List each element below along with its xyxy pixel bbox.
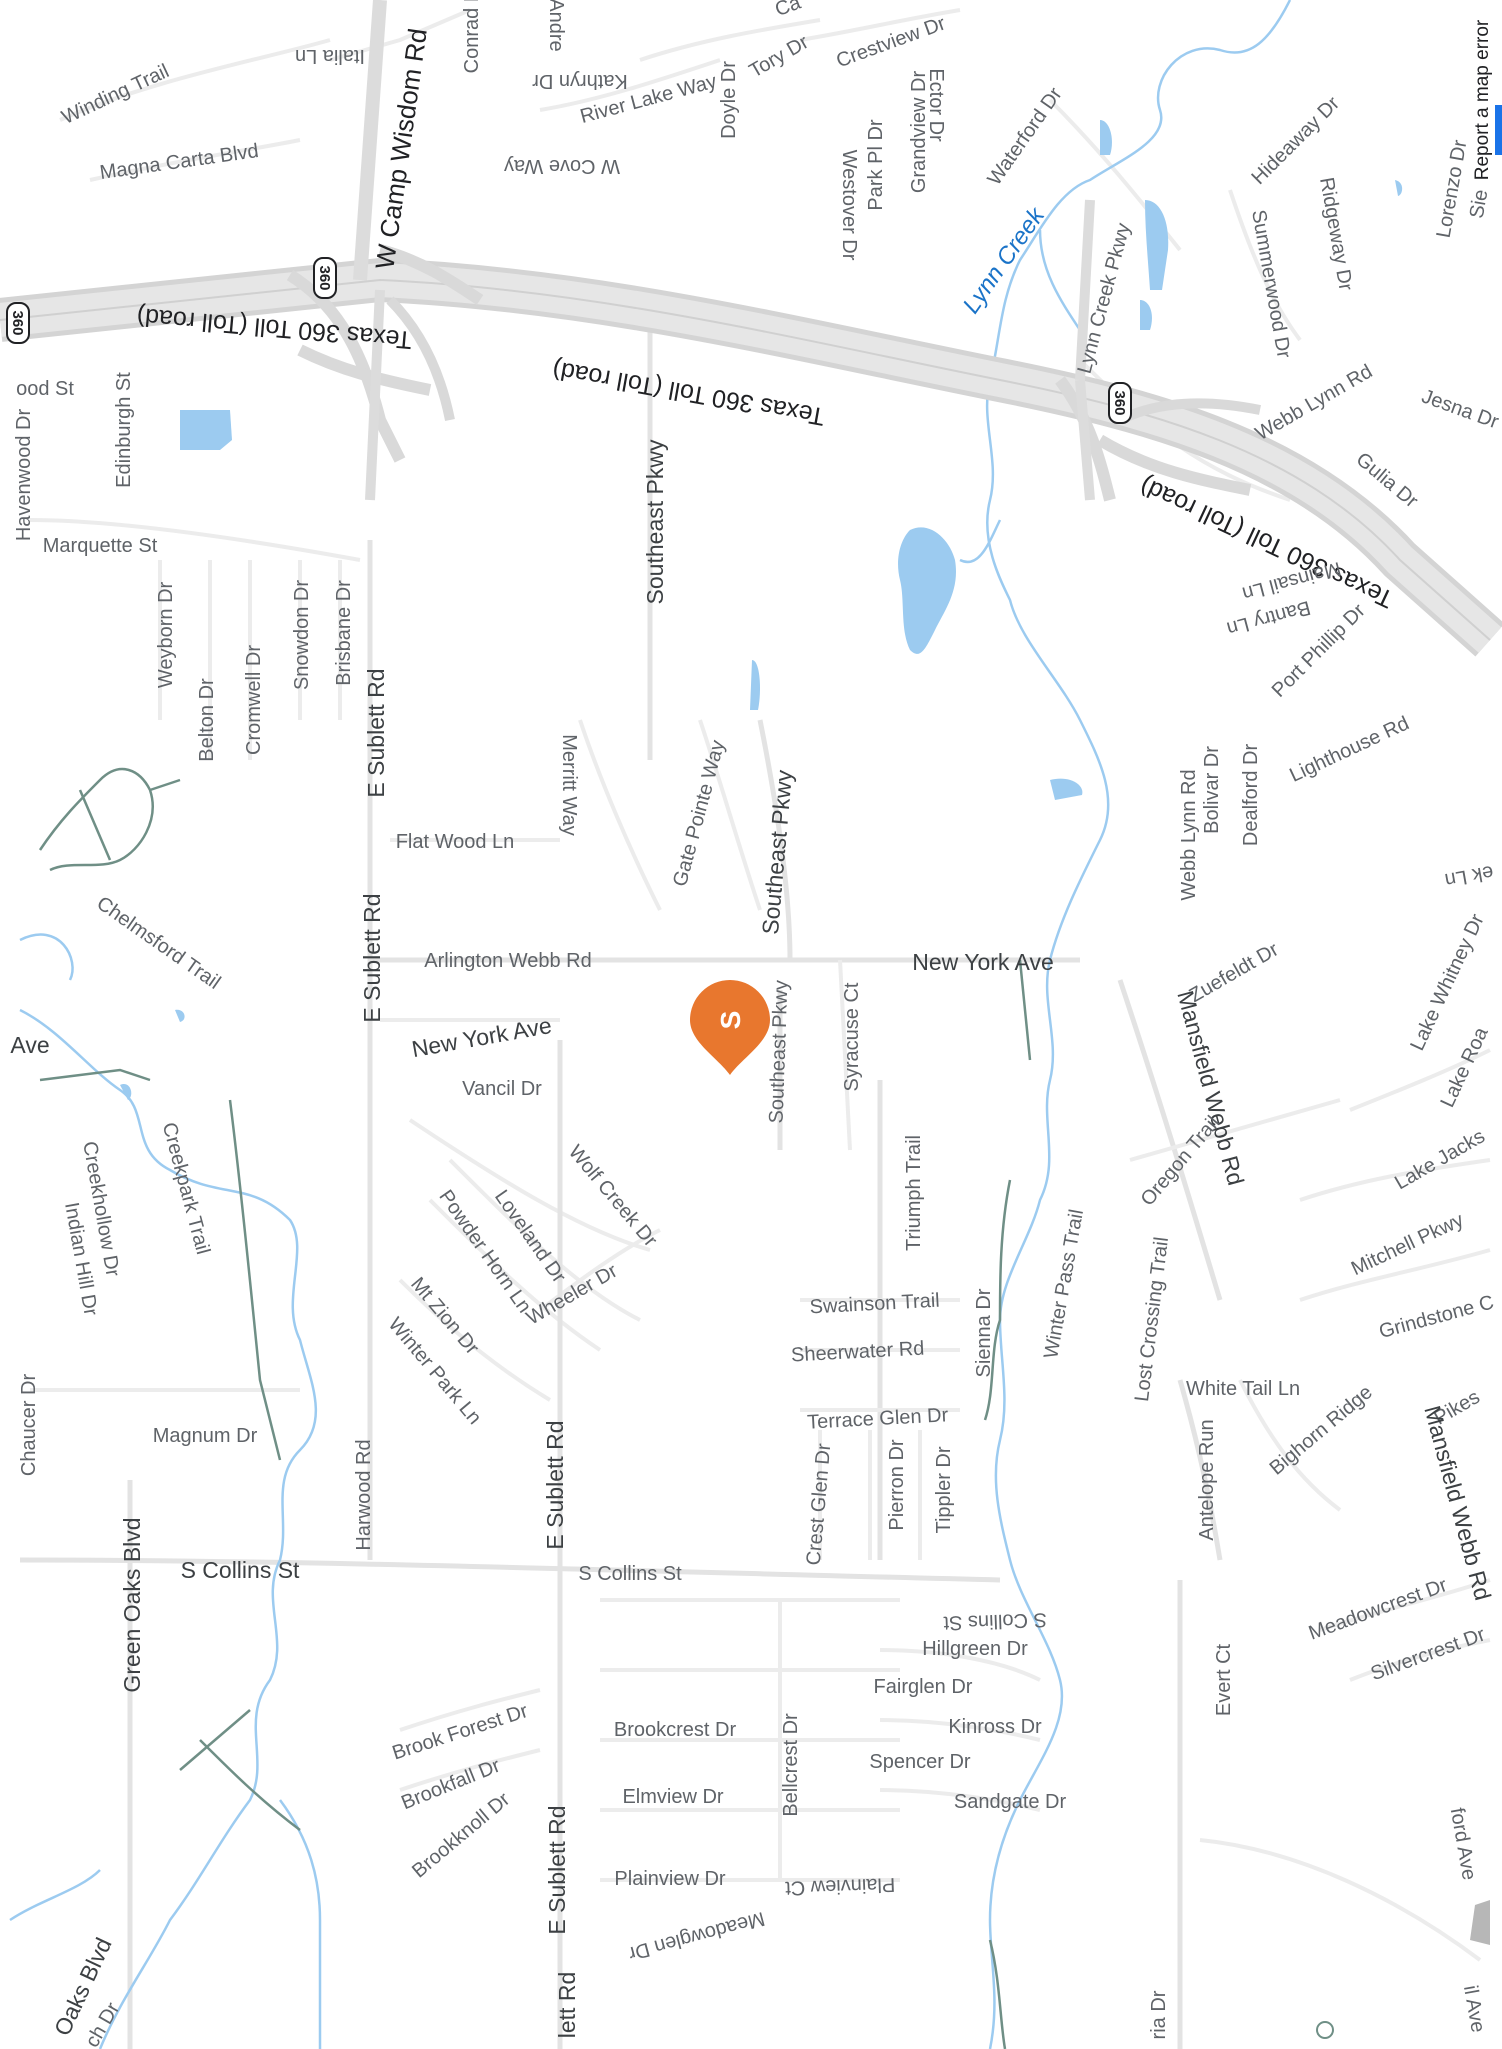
street-label: Conrad I bbox=[461, 0, 483, 73]
street-label: Belton Dr bbox=[196, 678, 218, 762]
street-label: W Cove Way bbox=[504, 155, 620, 177]
street-label: Hillgreen Dr bbox=[922, 1638, 1028, 1660]
street-label: Green Oaks Blvd bbox=[119, 1517, 145, 1692]
street-label: Brookcrest Dr bbox=[614, 1719, 737, 1741]
street-label: E Sublett Rd bbox=[359, 893, 385, 1022]
street-label: Grandview Dr bbox=[908, 71, 930, 194]
map-edge-shape bbox=[1316, 1900, 1490, 2039]
street-label: Elmview Dr bbox=[622, 1786, 723, 1808]
street-label: Ave bbox=[10, 1032, 49, 1058]
street-label: Snowdon Dr bbox=[291, 580, 313, 690]
street-label: Sie bbox=[1466, 188, 1493, 220]
street-label: Cromwell Dr bbox=[243, 645, 265, 755]
street-label: Vancil Dr bbox=[462, 1078, 542, 1100]
street-label: Park Pl Dr bbox=[865, 119, 887, 210]
street-label: lett Rd bbox=[554, 1972, 580, 2038]
street-label: Weyborn Dr bbox=[155, 581, 177, 688]
street-label: Antelope Run bbox=[1196, 1419, 1218, 1540]
street-label: New York Ave bbox=[912, 949, 1054, 975]
street-label: Webb Lynn Rd bbox=[1178, 769, 1200, 900]
report-map-error-text: Report a map error bbox=[1472, 19, 1493, 180]
marker-pin bbox=[690, 980, 770, 1075]
street-label: Plainview Ct bbox=[784, 1873, 895, 1899]
highway-shield-360-edge: 360 bbox=[6, 302, 30, 344]
report-map-error-link[interactable]: Report a map error bbox=[1472, 19, 1493, 180]
street-label: Sienna Dr bbox=[973, 1288, 995, 1377]
shield-number: 360 bbox=[316, 265, 333, 290]
street-label: Sandgate Dr bbox=[954, 1791, 1067, 1813]
place-marker[interactable]: S bbox=[690, 980, 770, 1075]
street-label: Kathryn Dr bbox=[532, 70, 628, 92]
street-label: White Tail Ln bbox=[1186, 1378, 1300, 1400]
street-label: E Sublett Rd bbox=[542, 1420, 568, 1549]
street-label: Syracuse Ct bbox=[841, 982, 863, 1091]
street-label: ood St bbox=[16, 378, 74, 400]
street-label: Flat Wood Ln bbox=[396, 831, 515, 853]
street-label: Arlington Webb Rd bbox=[424, 950, 592, 972]
street-label: E Sublett Rd bbox=[363, 668, 389, 797]
street-label: Havenwood Dr bbox=[13, 409, 35, 542]
street-label: S Collins St bbox=[943, 1608, 1048, 1634]
street-label: Andre bbox=[545, 0, 567, 52]
street-label: S Collins St bbox=[181, 1557, 300, 1583]
street-label: E Sublett Rd bbox=[544, 1805, 570, 1934]
street-label: Harwood Rd bbox=[353, 1439, 375, 1550]
highway-shield-360-left: 360 bbox=[313, 257, 337, 299]
street-label: Marquette St bbox=[43, 535, 158, 557]
street-label: Bellcrest Dr bbox=[780, 1713, 802, 1817]
shield-number: 360 bbox=[1111, 390, 1128, 415]
street-label: Spencer Dr bbox=[869, 1751, 970, 1773]
street-label: Merritt Way bbox=[558, 734, 580, 835]
highway-texas-360 bbox=[0, 0, 1502, 657]
street-label: Plainview Dr bbox=[614, 1868, 725, 1890]
street-label: Triumph Trail bbox=[903, 1135, 925, 1251]
street-label: S Collins St bbox=[578, 1563, 682, 1585]
street-label: Southeast Pkwy bbox=[766, 980, 793, 1124]
street-label: Chaucer Dr bbox=[18, 1374, 40, 1477]
street-label: Ector Dr bbox=[925, 68, 947, 142]
trails bbox=[38, 768, 1032, 2049]
shield-number: 360 bbox=[9, 310, 26, 335]
street-label: Southeast Pkwy bbox=[642, 439, 668, 604]
street-label: Westover Dr bbox=[838, 150, 860, 261]
street-label: Evert Ct bbox=[1213, 1643, 1235, 1716]
marker-letter: S bbox=[715, 1011, 746, 1030]
street-label: Doyle Dr bbox=[718, 61, 740, 139]
street-label: Edinburgh St bbox=[113, 372, 135, 488]
street-label: ria Dr bbox=[1148, 1990, 1170, 2039]
highway-shield-360-right: 360 bbox=[1108, 382, 1132, 424]
street-label: Dealford Dr bbox=[1240, 744, 1262, 847]
street-label: Fairglen Dr bbox=[874, 1676, 973, 1698]
water-features bbox=[9, 0, 1403, 2049]
street-label: Italia Ln bbox=[295, 45, 365, 67]
street-label: Bolivar Dr bbox=[1201, 746, 1223, 834]
street-label: Tippler Dr bbox=[933, 1446, 955, 1533]
report-indicator-bar bbox=[1495, 105, 1502, 155]
street-label: Magnum Dr bbox=[153, 1425, 258, 1447]
street-label: Pierron Dr bbox=[886, 1439, 908, 1530]
street-label: Brisbane Dr bbox=[333, 580, 355, 686]
street-label: Kinross Dr bbox=[948, 1716, 1042, 1738]
